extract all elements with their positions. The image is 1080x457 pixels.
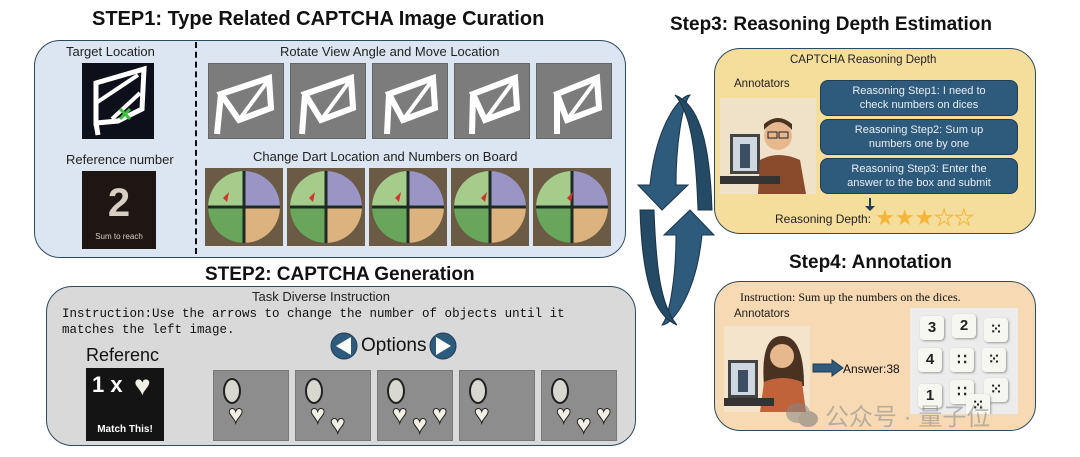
reference-caption: Match This!	[97, 424, 153, 435]
star-empty-icon: ★	[954, 205, 975, 230]
reference-heart-image: 1 x ♥ Match This!	[86, 368, 164, 441]
star-rating: ★★★★★	[875, 205, 975, 230]
target-location-image	[82, 63, 154, 139]
rotate-view-thumbnail	[290, 63, 366, 139]
heart-icon: ♥	[134, 370, 151, 401]
star-filled-icon: ★	[894, 205, 915, 230]
svg-text:♥: ♥	[228, 399, 243, 429]
reference-number-image: 2 Sum to reach	[82, 171, 156, 249]
dartboard-thumbnail	[369, 168, 447, 246]
annotator-woman-illustration	[724, 326, 810, 412]
step3-title: Step3: Reasoning Depth Estimation	[670, 14, 992, 35]
reasoning-depth-label: Reasoning Depth:	[775, 212, 872, 226]
svg-text:♥: ♥	[392, 399, 407, 429]
reference-count: 1 x	[92, 372, 123, 397]
cycle-arrows-icon	[636, 94, 716, 326]
annotator-man-illustration	[720, 98, 816, 194]
options-control: Options	[330, 331, 457, 361]
step1-title: STEP1: Type Related CAPTCHA Image Curati…	[92, 8, 545, 30]
svg-text:♥: ♥	[576, 409, 591, 439]
dart-location-label: Change Dart Location and Numbers on Boar…	[253, 149, 518, 164]
die: ⁙	[966, 394, 990, 414]
die: ⁙	[982, 348, 1006, 372]
step2-title: STEP2: CAPTCHA Generation	[205, 264, 475, 285]
reasoning-depth-box-title: CAPTCHA Reasoning Depth	[790, 54, 937, 66]
svg-text:♥: ♥	[412, 409, 427, 439]
target-location-label: Target Location	[66, 44, 155, 59]
reference-number-label: Reference number	[66, 152, 174, 167]
reference-number-value: 2	[107, 181, 131, 225]
reference-number-caption: Sum to reach	[95, 232, 143, 241]
target-frame-icon	[93, 65, 147, 136]
rotate-view-thumbnail	[372, 63, 448, 139]
depth-arrow-head-icon	[865, 206, 875, 211]
option-thumbnail[interactable]: ♥♥♥	[541, 370, 617, 441]
die: 3	[920, 316, 944, 340]
svg-text:♥: ♥	[432, 399, 447, 429]
prev-arrow-button[interactable]	[330, 332, 358, 360]
svg-text:♥: ♥	[556, 399, 571, 429]
star-filled-icon: ★	[875, 205, 895, 230]
rotate-view-thumbnail	[536, 63, 612, 139]
instruction-line-2: matches the left image.	[62, 323, 235, 337]
options-label: Options	[361, 335, 427, 356]
die: 2	[952, 314, 976, 338]
step4-annotators-label: Annotators	[734, 308, 790, 320]
reasoning-depth-rating: Reasoning Depth: ★★★★★	[775, 205, 975, 230]
option-thumbnail[interactable]: ♥	[459, 370, 535, 441]
option-thumbnail[interactable]: ♥♥♥	[377, 370, 453, 441]
dartboard-thumbnail	[287, 168, 365, 246]
dartboard-thumbnail	[533, 168, 611, 246]
section-divider	[195, 42, 197, 254]
answer-text: Answer:38	[843, 362, 900, 376]
rotate-view-thumbnail	[208, 63, 284, 139]
answer-arrow-icon	[812, 359, 844, 377]
option-thumbnail[interactable]: ♥	[213, 370, 289, 441]
dartboard-thumbnail	[205, 168, 283, 246]
reference-label: Referenc	[86, 345, 160, 365]
svg-text:♥: ♥	[310, 399, 325, 429]
die: 1	[918, 384, 942, 408]
svg-text:♥: ♥	[474, 399, 489, 429]
svg-text:♥: ♥	[596, 399, 611, 429]
task-diverse-instruction-label: Task Diverse Instruction	[252, 289, 390, 304]
svg-text:♥: ♥	[330, 409, 345, 439]
instruction-line-1: Instruction:Use the arrows to change the…	[62, 307, 565, 321]
dartboard-thumbnail	[451, 168, 529, 246]
step4-title: Step4: Annotation	[789, 252, 952, 273]
rotate-view-label: Rotate View Angle and Move Location	[280, 44, 500, 59]
depth-arrow-icon	[869, 198, 871, 208]
star-filled-icon: ★	[914, 205, 935, 230]
rotate-view-thumbnail	[454, 63, 530, 139]
option-thumbnail[interactable]: ♥♥	[295, 370, 371, 441]
next-arrow-button[interactable]	[429, 332, 457, 360]
step4-instruction: Instruction: Sum up the numbers on the d…	[740, 290, 961, 304]
star-empty-icon: ★	[934, 205, 955, 230]
watermark: 公众号 · 量子位	[785, 397, 990, 432]
die: 4	[918, 348, 942, 372]
die: ∷	[950, 348, 974, 372]
step3-annotators-label: Annotators	[734, 78, 790, 90]
wechat-icon	[786, 402, 818, 427]
die: ⁙	[984, 378, 1008, 402]
die: ⁙	[984, 318, 1008, 342]
